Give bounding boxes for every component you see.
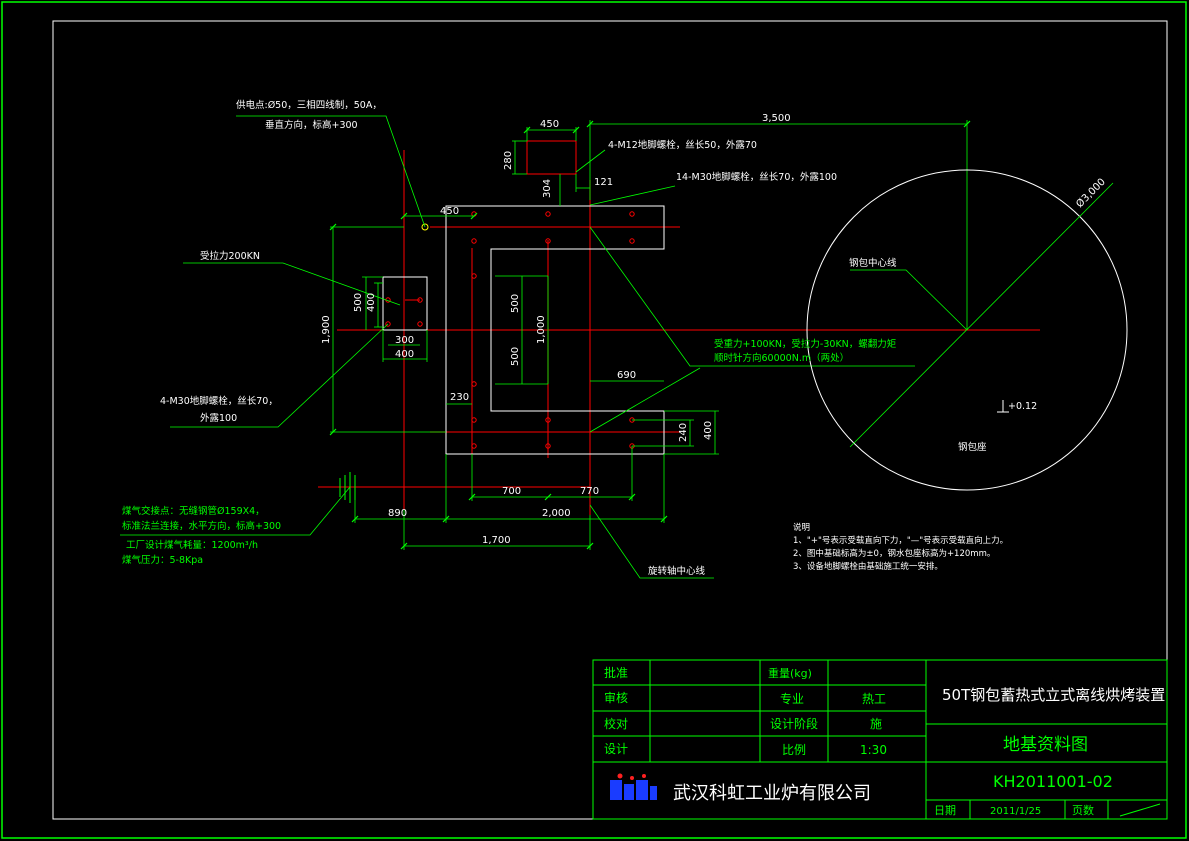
tb-date-value: 2011/1/25 bbox=[990, 806, 1041, 817]
dim-304: 304 bbox=[542, 179, 553, 198]
gas-flange-symbol bbox=[339, 472, 356, 503]
company-logo bbox=[610, 773, 657, 800]
dim-2000: 2,000 bbox=[542, 508, 571, 519]
dim-400-bottom: 400 bbox=[395, 349, 414, 360]
dim-400-left: 400 bbox=[366, 293, 377, 312]
gas-note-line2: 标准法兰连接，水平方向，标高+300 bbox=[122, 520, 281, 532]
tb-project: 50T钢包蓄热式立式离线烘烤装置 bbox=[942, 686, 1165, 704]
dim-500-upper: 500 bbox=[510, 294, 521, 313]
power-note-line2: 垂直方向，标高+300 bbox=[265, 119, 358, 131]
tb-scale-value: 1:30 bbox=[860, 743, 887, 757]
title-block-text: 批准 审核 校对 设计 重量(kg) 专业 热工 设计阶段 施 比例 1:30 … bbox=[604, 665, 1165, 817]
tb-drawing-name: 地基资料图 bbox=[1003, 735, 1088, 755]
dim-1900: 1,900 bbox=[321, 315, 332, 344]
ladle-center-label: 钢包中心线 bbox=[849, 257, 897, 269]
tb-stage-value: 施 bbox=[870, 717, 882, 731]
m30-bolt-note-left1: 4-M30地脚螺栓，丝长70， bbox=[160, 395, 278, 407]
dim-500-left: 500 bbox=[353, 293, 364, 312]
tb-discipline-value: 热工 bbox=[862, 692, 886, 706]
m30-bolt-note-top: 14-M30地脚螺栓，丝长70，外露100 bbox=[676, 171, 837, 183]
dim-890: 890 bbox=[388, 508, 407, 519]
dim-500-lower: 500 bbox=[510, 347, 521, 366]
tb-approve: 批准 bbox=[604, 665, 628, 680]
notes-block: 说明 1、"+"号表示受载直向下力，"—"号表示受载直向上力。 2、图中基础标高… bbox=[793, 522, 1008, 572]
dim-240: 240 bbox=[678, 423, 689, 442]
load-note-line1: 受重力+100KN，受拉力-30KN，螺翻力矩 bbox=[714, 338, 897, 350]
annotation-text: 供电点:Ø50，三相四线制，50A， 垂直方向，标高+300 4-M12地脚螺栓… bbox=[122, 99, 1037, 577]
gas-note-line3: 工厂设计煤气耗量：1200m³/h bbox=[126, 539, 258, 551]
tb-review: 审核 bbox=[604, 690, 628, 705]
dimension-text: 3,500 450 280 304 121 450 1,900 500 400 … bbox=[321, 113, 1108, 546]
tb-date-label: 日期 bbox=[934, 804, 956, 817]
ladle-seat-label: 钢包座 bbox=[958, 441, 987, 453]
tb-design: 设计 bbox=[604, 742, 628, 756]
tb-scale: 比例 bbox=[782, 743, 806, 757]
tb-weight: 重量(kg) bbox=[768, 666, 812, 680]
note-1: 1、"+"号表示受载直向下力，"—"号表示受载直向上力。 bbox=[793, 535, 1008, 546]
dim-400-right: 400 bbox=[703, 421, 714, 440]
load-note-line2: 顺时针方向60000N.m（两处） bbox=[714, 352, 849, 364]
dim-230: 230 bbox=[450, 392, 469, 403]
tb-stage: 设计阶段 bbox=[770, 716, 818, 731]
dim-690: 690 bbox=[617, 370, 636, 381]
m12-bolt-note: 4-M12地脚螺栓，丝长50，外露70 bbox=[608, 139, 757, 151]
dim-450-top: 450 bbox=[540, 119, 559, 130]
power-note-line1: 供电点:Ø50，三相四线制，50A， bbox=[236, 99, 382, 111]
dimension-ticks bbox=[329, 120, 971, 550]
dim-1000: 1,000 bbox=[536, 315, 547, 344]
title-block bbox=[592, 659, 1168, 820]
gas-note-line1: 煤气交接点：无缝钢管Ø159X4， bbox=[122, 505, 265, 517]
tension-note: 受拉力200KN bbox=[200, 250, 260, 262]
gas-note-line4: 煤气压力：5-8Kpa bbox=[122, 554, 203, 566]
tb-drawing-no: KH2011001-02 bbox=[993, 772, 1113, 791]
dim-770: 770 bbox=[580, 486, 599, 497]
ladle-seat bbox=[806, 169, 1128, 491]
foundation-outline bbox=[382, 140, 665, 455]
dimension-lines bbox=[330, 120, 968, 550]
notes-title: 说明 bbox=[793, 522, 810, 533]
dim-300: 300 bbox=[395, 335, 414, 346]
dim-450-left: 450 bbox=[440, 206, 459, 217]
dim-700: 700 bbox=[502, 486, 521, 497]
tb-company: 武汉科虹工业炉有限公司 bbox=[673, 783, 871, 804]
axis-label: 旋转轴中心线 bbox=[648, 565, 706, 577]
elevation-label: +0.12 bbox=[1008, 401, 1037, 412]
tb-discipline: 专业 bbox=[780, 691, 804, 706]
leader-lines bbox=[120, 115, 968, 579]
tb-page-label: 页数 bbox=[1072, 804, 1094, 817]
dim-1700: 1,700 bbox=[482, 535, 511, 546]
note-2: 2、图中基础标高为±0，钢水包座标高为+120mm。 bbox=[793, 548, 995, 559]
tb-check: 校对 bbox=[604, 716, 628, 731]
centerlines bbox=[318, 150, 1040, 515]
dim-280: 280 bbox=[503, 151, 514, 170]
dim-121: 121 bbox=[594, 177, 613, 188]
note-3: 3、设备地脚螺栓由基础施工统一安排。 bbox=[793, 561, 943, 572]
dim-3500: 3,500 bbox=[762, 113, 791, 124]
m30-bolt-note-left2: 外露100 bbox=[200, 412, 237, 424]
